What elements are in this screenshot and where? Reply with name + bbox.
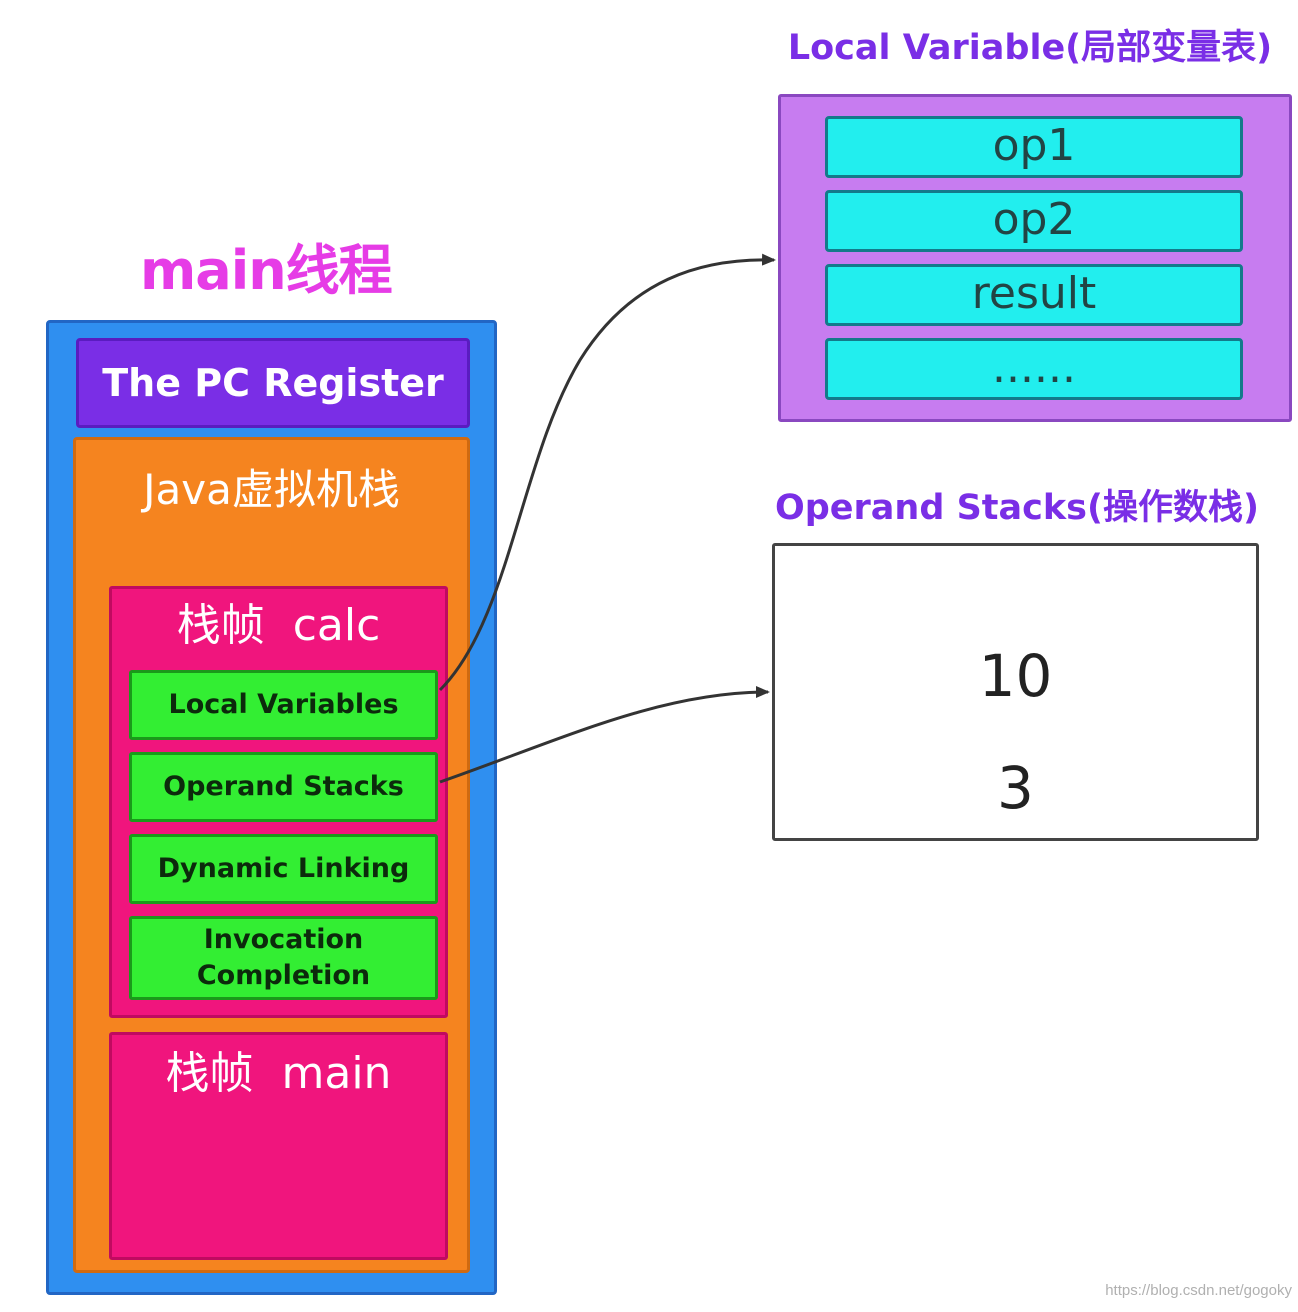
local-variable-slot: result: [825, 264, 1243, 326]
arrow-local-variables: [438, 253, 776, 692]
stack-frame-main-label: 栈帧 main: [165, 1048, 392, 1099]
main-thread-title: main线程: [140, 239, 393, 302]
local-variable-title: Local Variable(局部变量表): [787, 28, 1273, 68]
pc-register: The PC Register: [76, 338, 470, 428]
operand-stack-value: 10: [978, 642, 1053, 710]
frame-part-local-variables: Local Variables: [129, 670, 438, 740]
operand-stack-box: [772, 543, 1259, 841]
operand-stack-title: Operand Stacks(操作数栈): [775, 488, 1259, 528]
local-variable-slot: op2: [825, 190, 1243, 252]
frame-part-operand-stacks: Operand Stacks: [129, 752, 438, 822]
frame-part-dynamic-linking: Dynamic Linking: [129, 834, 438, 904]
operand-stack-value: 3: [997, 754, 1034, 822]
local-variable-slot: ......: [825, 338, 1243, 400]
stack-frame-calc-label: 栈帧 calc: [176, 600, 381, 651]
arrow-operand-stacks: [439, 686, 770, 784]
local-variable-slot: op1: [825, 116, 1243, 178]
source-credit: https://blog.csdn.net/gogoky: [1105, 1282, 1292, 1299]
frame-part-invocation-completion: Invocation Completion: [129, 916, 438, 1000]
stack-frame-main: [109, 1032, 448, 1260]
jvm-stack-label: Java虚拟机栈: [143, 465, 400, 514]
